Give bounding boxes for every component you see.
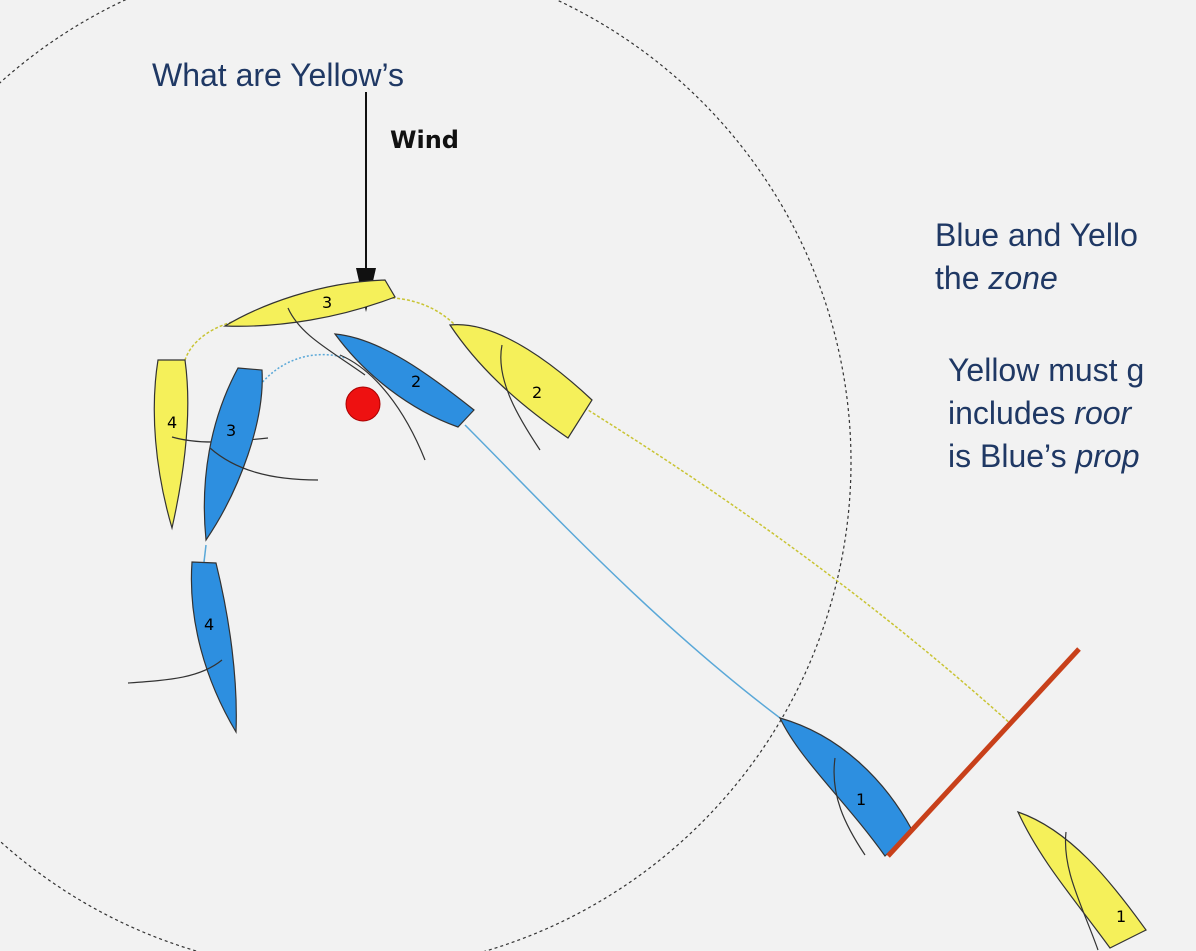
zone-circle: [0, 0, 852, 951]
wind-arrow: [356, 92, 376, 312]
paragraph-1-text: the: [935, 260, 989, 296]
paragraph-2-text: is Blue’s: [948, 438, 1076, 474]
room-term: roor: [1074, 395, 1132, 431]
yellow-boat-3: 3: [222, 279, 396, 376]
wind-label: Wind: [390, 126, 459, 154]
paragraph-1-line-1: Blue and Yello: [935, 217, 1138, 254]
paragraph-2-line-3: is Blue’s prop: [948, 438, 1140, 475]
blue-boat-4: 4: [127, 561, 237, 735]
yellow-track: [579, 404, 1013, 726]
blue-track-rounding: [259, 353, 346, 386]
paragraph-1-text: Blue and Yello: [935, 217, 1138, 253]
blue-boat-3-label: 3: [226, 421, 236, 440]
question-text: What are Yellow’s: [152, 57, 404, 93]
blue-track-exit: [203, 544, 207, 563]
zone-entry-line: [886, 647, 1081, 858]
blue-boat-1: 1: [778, 717, 913, 857]
yellow-boat-2: 2: [448, 324, 593, 451]
question-heading: What are Yellow’s: [152, 57, 404, 94]
yellow-boat-2-label: 2: [532, 383, 542, 402]
yellow-track-rounding-a: [391, 297, 456, 326]
blue-boat-2-label: 2: [411, 372, 421, 391]
yellow-boat-1-label: 1: [1116, 907, 1126, 926]
paragraph-2-text: includes: [948, 395, 1075, 431]
blue-boat-2: 2: [333, 333, 475, 461]
mark-buoy: [345, 386, 381, 422]
blue-boat-4-label: 4: [204, 615, 214, 634]
paragraph-2-text: Yellow must g: [948, 352, 1145, 388]
yellow-boat-1: 1: [1016, 810, 1147, 951]
blue-boat-3: 3: [203, 367, 319, 542]
blue-track: [464, 424, 781, 719]
paragraph-2-line-1: Yellow must g: [948, 352, 1144, 389]
paragraph-2-line-2: includes roor: [948, 395, 1131, 432]
paragraph-1-line-2: the zone: [935, 260, 1058, 297]
yellow-boat-4-label: 4: [167, 413, 177, 432]
yellow-boat-3-label: 3: [322, 293, 332, 312]
yellow-track-rounding-b: [184, 321, 233, 361]
blue-boat-1-label: 1: [856, 790, 866, 809]
zone-term: zone: [988, 260, 1058, 296]
proper-course-term: prop: [1075, 438, 1140, 474]
